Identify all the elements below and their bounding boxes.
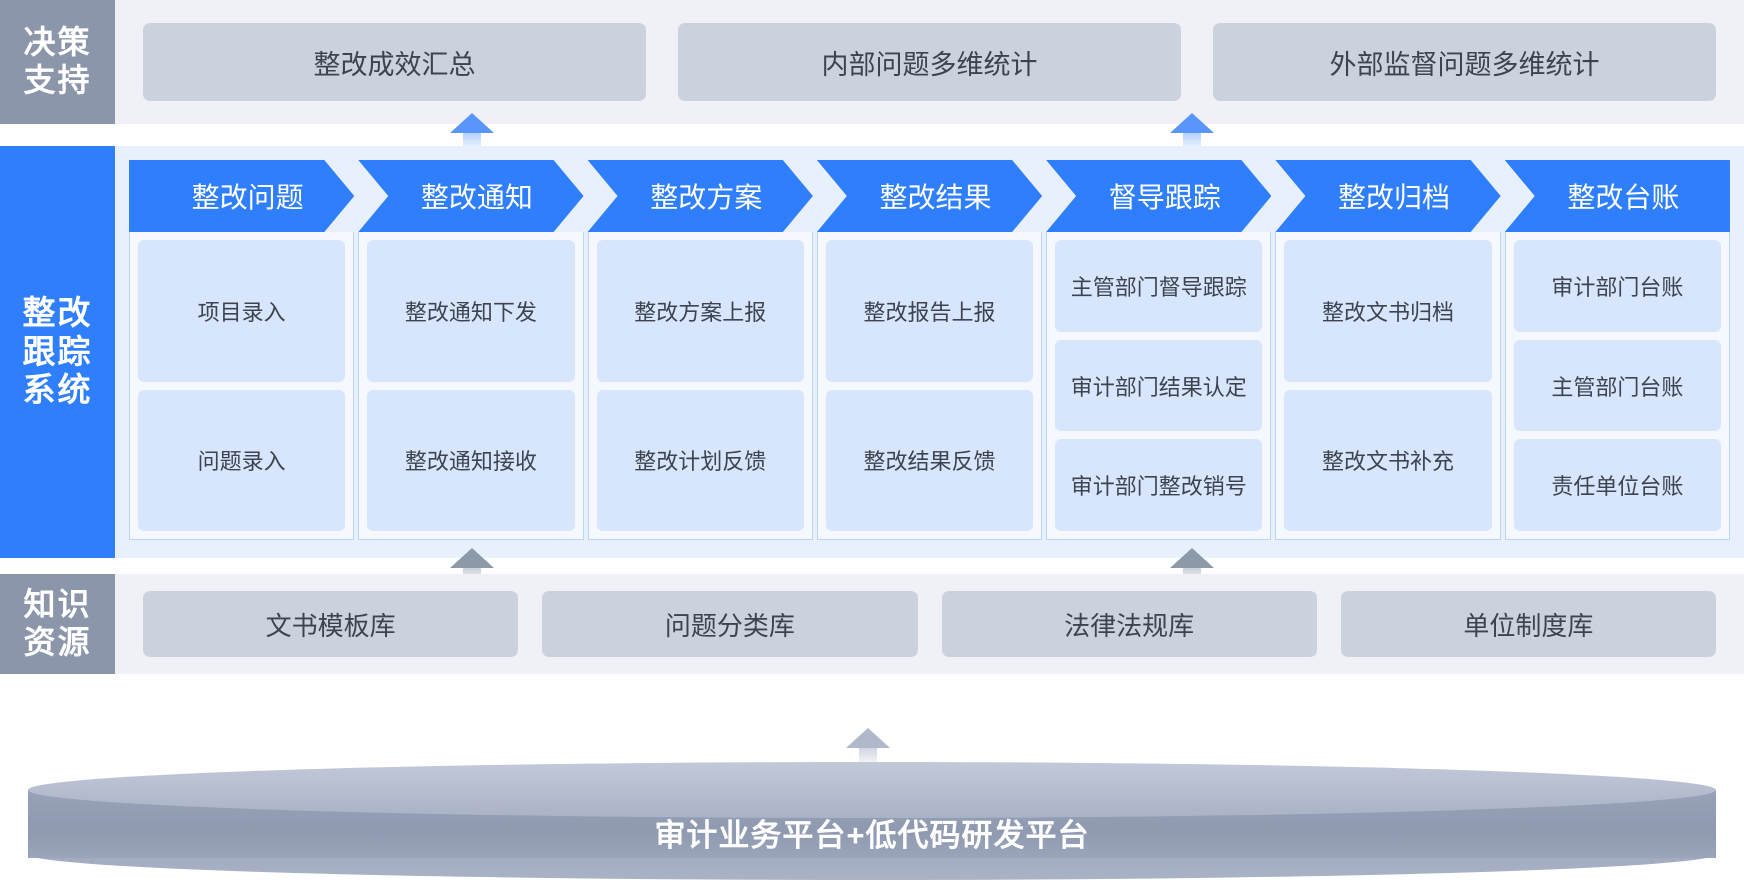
arrow-head: [450, 548, 494, 568]
stage-chevron-rectification-archive[interactable]: 整改归档: [1275, 160, 1500, 232]
stage-title: 整改通知: [420, 182, 533, 213]
arrow-head: [1170, 548, 1214, 568]
process-columns-row: 项目录入 问题录入 整改通知下发 整改通知接收 整改方案上报 整改计划反馈 整改…: [129, 232, 1730, 540]
decision-label-line-1: 决策: [23, 24, 92, 61]
stage-column-rectification-result: 整改报告上报 整改结果反馈: [816, 232, 1043, 540]
stage-chevron-rectification-plan[interactable]: 整改方案: [588, 160, 813, 232]
decision-label-line-2: 支持: [23, 62, 92, 98]
stage-item[interactable]: 整改文书补充: [1284, 389, 1492, 531]
stage-item[interactable]: 审计部门整改销号: [1055, 439, 1263, 532]
knowledge-resources-label: 知识 资源: [0, 574, 115, 674]
stage-title: 整改台账: [1567, 182, 1680, 213]
stage-column-supervision-tracking: 主管部门督导跟踪 审计部门结果认定 审计部门整改销号: [1046, 232, 1272, 540]
platform-top-ellipse: [28, 762, 1716, 818]
process-label-line-1: 整改: [22, 293, 93, 331]
arrow-head: [846, 728, 890, 748]
stage-item[interactable]: 整改通知接收: [367, 389, 575, 531]
stage-chevron-supervision-tracking[interactable]: 督导跟踪: [1046, 160, 1271, 232]
process-chevron-row: 整改问题 整改通知 整改方案 整改结果 督导跟踪 整改归档 整改台账: [129, 160, 1730, 232]
stage-item[interactable]: 主管部门台账: [1513, 339, 1721, 432]
process-label-line-2: 跟踪: [22, 332, 93, 370]
rectification-tracking-band: 整改 跟踪 系统 整改问题 整改通知 整改方案 整改结果 督导跟踪 整改归档 整…: [0, 146, 1744, 558]
platform-foundation: 审计业务平台+低代码研发平台: [28, 762, 1716, 884]
knowledge-label-line-1: 知识: [23, 586, 92, 623]
knowledge-card-laws-regulations[interactable]: 法律法规库: [941, 591, 1317, 657]
stage-column-rectification-plan: 整改方案上报 整改计划反馈: [587, 232, 813, 540]
knowledge-card-issue-category[interactable]: 问题分类库: [542, 591, 918, 657]
stage-item[interactable]: 整改文书归档: [1284, 240, 1492, 382]
knowledge-card-document-template[interactable]: 文书模板库: [143, 591, 519, 657]
decision-support-label: 决策 支持: [0, 0, 115, 124]
stage-item[interactable]: 整改结果反馈: [825, 389, 1034, 531]
rectification-tracking-label: 整改 跟踪 系统: [0, 146, 115, 558]
stage-chevron-rectification-issue[interactable]: 整改问题: [129, 160, 354, 232]
stage-item[interactable]: 整改计划反馈: [596, 389, 804, 531]
decision-support-band: 决策 支持 整改成效汇总 内部问题多维统计 外部监督问题多维统计: [0, 0, 1744, 124]
stage-item[interactable]: 整改方案上报: [596, 240, 804, 382]
stage-item[interactable]: 项目录入: [138, 240, 346, 382]
process-body: 整改问题 整改通知 整改方案 整改结果 督导跟踪 整改归档 整改台账 项目录入 …: [115, 146, 1744, 558]
stage-column-rectification-archive: 整改文书归档 整改文书补充: [1275, 232, 1501, 540]
stage-chevron-rectification-result[interactable]: 整改结果: [817, 160, 1042, 232]
stage-title: 整改结果: [879, 182, 992, 213]
stage-item[interactable]: 问题录入: [138, 389, 346, 531]
knowledge-card-unit-policy[interactable]: 单位制度库: [1340, 591, 1716, 657]
decision-card-external-stats[interactable]: 外部监督问题多维统计: [1213, 23, 1716, 101]
platform-label: 审计业务平台+低代码研发平台: [654, 817, 1090, 853]
stage-title: 督导跟踪: [1108, 182, 1221, 213]
stage-title: 整改问题: [191, 182, 304, 213]
process-label-line-3: 系统: [22, 371, 93, 409]
stage-chevron-rectification-ledger[interactable]: 整改台账: [1504, 160, 1730, 232]
stage-item[interactable]: 整改通知下发: [367, 240, 575, 382]
stage-item[interactable]: 主管部门督导跟踪: [1055, 240, 1263, 332]
stage-column-rectification-notice: 整改通知下发 整改通知接收: [358, 232, 584, 540]
decision-card-summary[interactable]: 整改成效汇总: [143, 23, 646, 101]
stage-title: 整改归档: [1338, 182, 1451, 213]
stage-item[interactable]: 整改报告上报: [825, 240, 1034, 382]
stage-item[interactable]: 责任单位台账: [1513, 439, 1721, 532]
stage-item[interactable]: 审计部门结果认定: [1055, 339, 1263, 432]
stage-column-rectification-issue: 项目录入 问题录入: [129, 232, 355, 540]
decision-support-cards: 整改成效汇总 内部问题多维统计 外部监督问题多维统计: [115, 0, 1744, 124]
stage-chevron-rectification-notice[interactable]: 整改通知: [358, 160, 583, 232]
stage-item[interactable]: 审计部门台账: [1513, 240, 1721, 332]
arrow-head: [450, 113, 494, 133]
knowledge-label-line-2: 资源: [23, 624, 92, 660]
knowledge-resources-band: 知识 资源 文书模板库 问题分类库 法律法规库 单位制度库: [0, 574, 1744, 674]
decision-card-internal-stats[interactable]: 内部问题多维统计: [678, 23, 1181, 101]
stage-column-rectification-ledger: 审计部门台账 主管部门台账 责任单位台账: [1504, 232, 1730, 540]
arrow-shaft: [859, 742, 877, 768]
stage-title: 整改方案: [650, 182, 763, 213]
arrow-head: [1170, 113, 1214, 133]
knowledge-resources-cards: 文书模板库 问题分类库 法律法规库 单位制度库: [115, 574, 1744, 674]
arrow-up-to-knowledge: [846, 728, 890, 768]
